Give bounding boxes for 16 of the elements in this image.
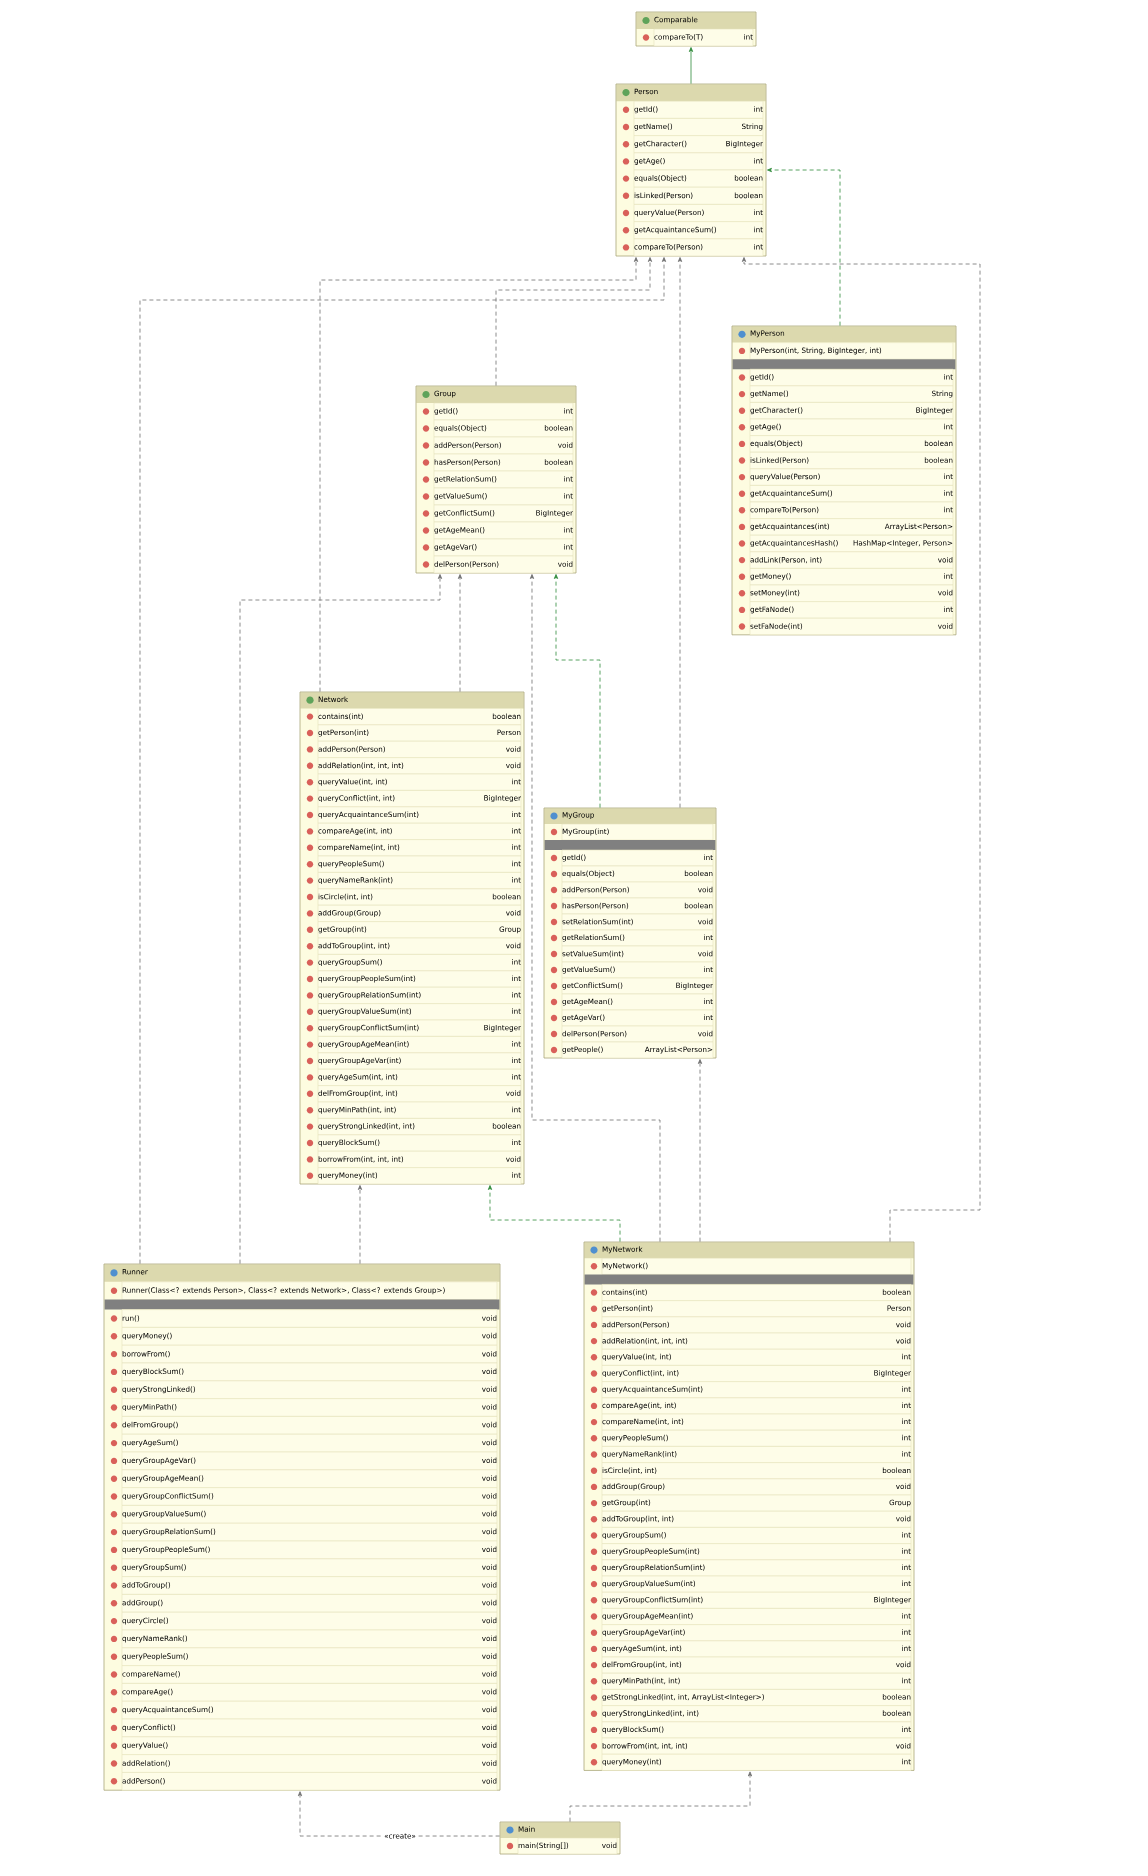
dependency-arrow <box>239 574 443 1264</box>
dependency-arrow <box>553 574 601 808</box>
dependency-arrow <box>487 1185 621 1242</box>
dependency-arrow <box>697 1059 703 1242</box>
dependency-arrow <box>457 574 463 692</box>
dependency-arrow <box>677 257 683 808</box>
dependency-arrow <box>495 257 653 386</box>
dependency-arrow <box>139 257 667 1264</box>
dependency-arrow <box>297 1791 500 1837</box>
dependency-arrow <box>688 47 694 84</box>
dependency-arrow <box>529 574 661 1242</box>
dependency-arrow <box>569 1771 753 1822</box>
dependency-arrow <box>319 257 639 692</box>
dependency-arrow <box>741 257 981 1242</box>
dependency-arrow <box>767 167 841 326</box>
dependency-arrow <box>357 1185 363 1264</box>
